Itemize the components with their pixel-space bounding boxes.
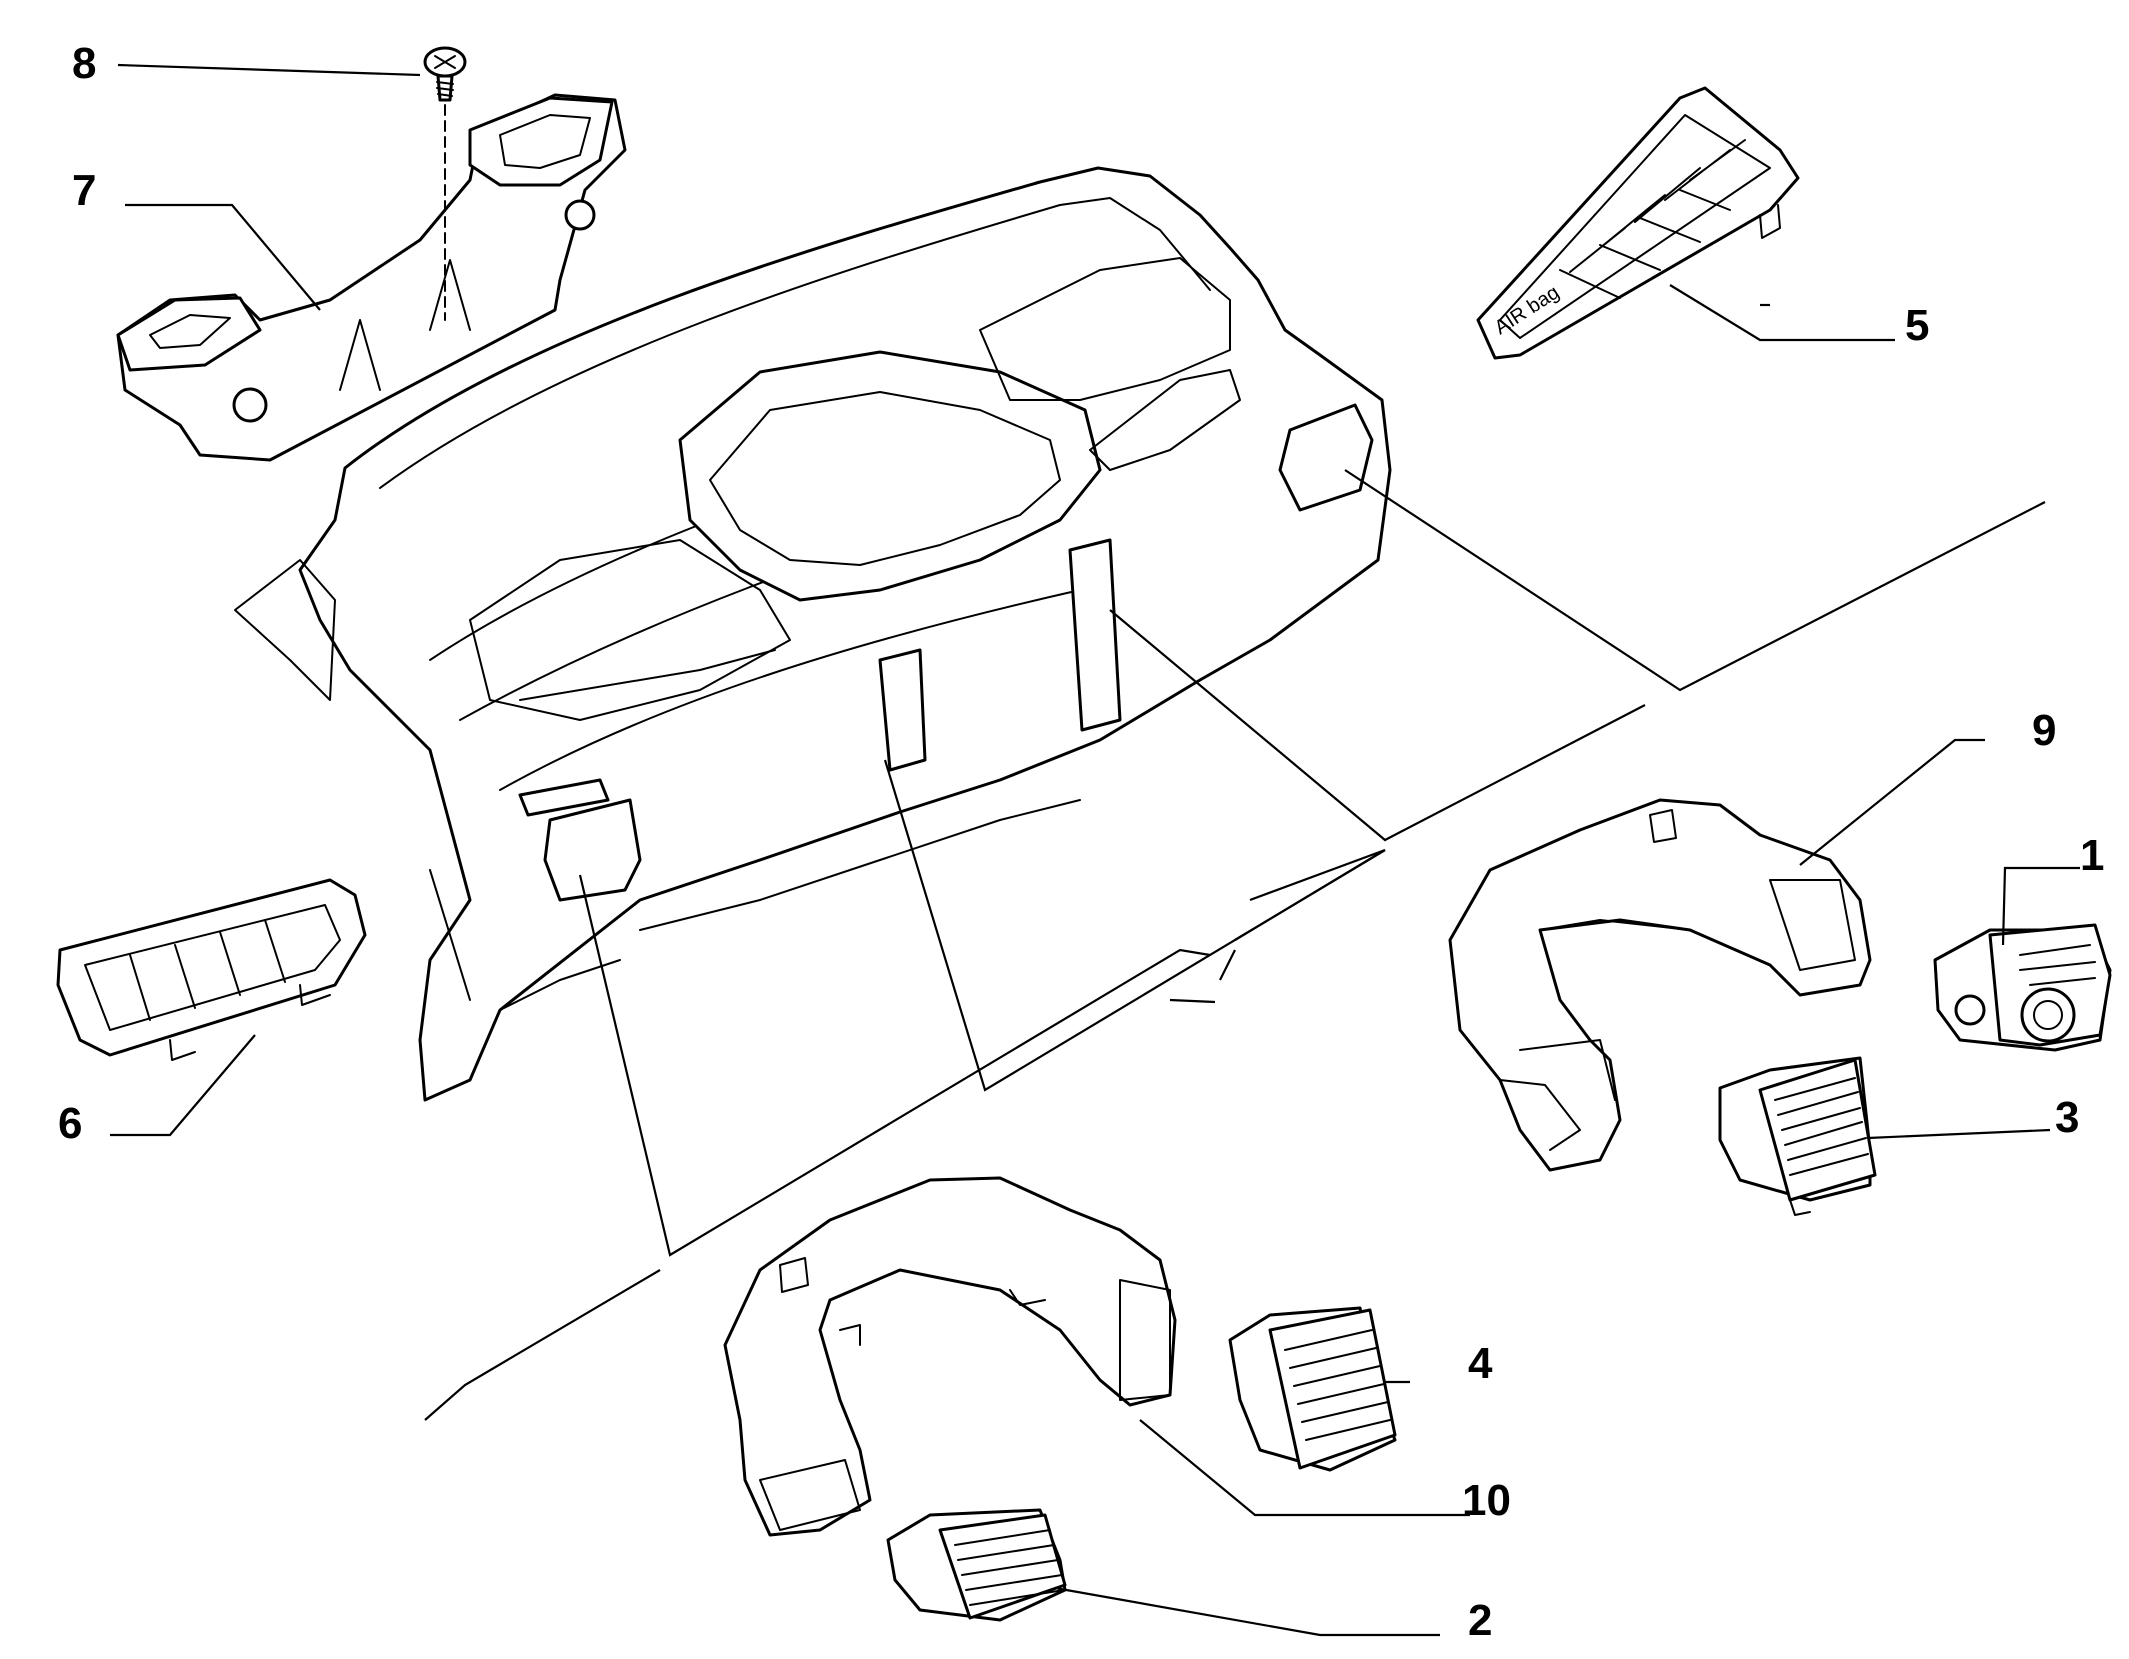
center-rect-air-vent: [1228, 1306, 1397, 1472]
callout-labels: 8 7 5 9 1 3 6 4 10 2: [58, 39, 2104, 1645]
callout-2: 2: [1468, 1596, 1492, 1645]
callout-6: 6: [58, 1099, 82, 1148]
right-air-duct: [1448, 798, 1872, 1172]
callout-5: 5: [1905, 301, 1929, 350]
dashboard-frame: [234, 166, 1392, 1102]
callout-1: 1: [2080, 831, 2104, 880]
callout-8: 8: [72, 39, 96, 88]
screw: [423, 46, 467, 321]
upper-air-duct: [116, 93, 627, 462]
callout-9: 9: [2032, 706, 2056, 755]
airbag-cover: AIR bag: [1476, 86, 1800, 360]
lower-rect-air-vent: [886, 1508, 1067, 1622]
right-rect-air-vent: [1718, 1056, 1877, 1216]
callout-7: 7: [72, 166, 96, 215]
round-air-vent: [1933, 923, 2112, 1052]
left-side-vent-grille: [56, 878, 367, 1061]
callout-10: 10: [1462, 1476, 1511, 1525]
callout-4: 4: [1468, 1339, 1493, 1388]
callout-3: 3: [2055, 1093, 2079, 1142]
leader-lines: [110, 63, 2080, 1637]
left-air-duct: [723, 1176, 1177, 1537]
